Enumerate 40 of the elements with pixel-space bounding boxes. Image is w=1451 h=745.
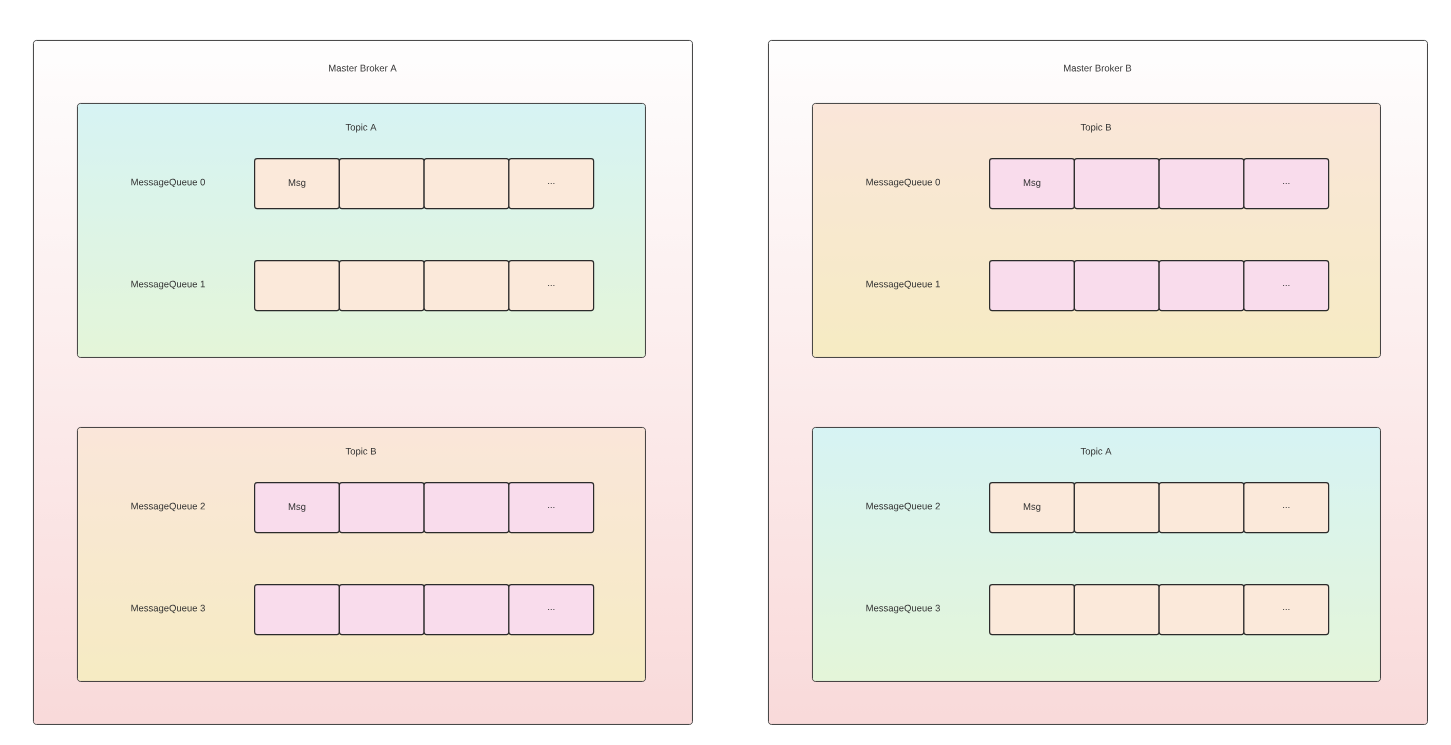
queue-cell <box>423 584 510 636</box>
queue-cell <box>423 158 510 210</box>
queue-cell: ... <box>508 260 595 312</box>
queue-cell <box>338 158 425 210</box>
queue-cell <box>338 584 425 636</box>
queue-cell <box>1073 482 1160 534</box>
queue-cell: ... <box>1243 482 1330 534</box>
queue-cell <box>1158 158 1245 210</box>
queue-label: MessageQueue 2 <box>866 502 940 512</box>
queue-cell: ... <box>508 584 595 636</box>
queue-cell: ... <box>1243 584 1330 636</box>
queue-cell: ... <box>1243 260 1330 312</box>
queue-label: MessageQueue 1 <box>131 280 205 290</box>
queue-cell: ... <box>508 482 595 534</box>
queue-cell <box>338 482 425 534</box>
queue-cell: Msg <box>989 482 1075 534</box>
queue-label: MessageQueue 1 <box>866 280 940 290</box>
queue-label: MessageQueue 0 <box>866 178 940 188</box>
queue-cell: Msg <box>254 482 340 534</box>
queue-cell <box>423 482 510 534</box>
queue-label: MessageQueue 0 <box>131 178 205 188</box>
queue-label: MessageQueue 3 <box>866 604 940 614</box>
queue-cell: ... <box>1243 158 1330 210</box>
queue-label: MessageQueue 2 <box>131 502 205 512</box>
queue-cell: Msg <box>254 158 340 210</box>
queue-cell: Msg <box>989 158 1075 210</box>
queue-cell <box>1073 584 1160 636</box>
queue-cell <box>254 584 340 636</box>
queue-label: MessageQueue 3 <box>131 604 205 614</box>
queue-cell <box>989 260 1075 312</box>
queue-cell <box>1158 260 1245 312</box>
queue-cell <box>338 260 425 312</box>
queue-cell <box>1158 482 1245 534</box>
queue-cell <box>254 260 340 312</box>
queue-cell <box>989 584 1075 636</box>
queue-cell <box>1073 260 1160 312</box>
queue-cell: ... <box>508 158 595 210</box>
queue-cell <box>423 260 510 312</box>
queue-cell <box>1073 158 1160 210</box>
queue-cell <box>1158 584 1245 636</box>
